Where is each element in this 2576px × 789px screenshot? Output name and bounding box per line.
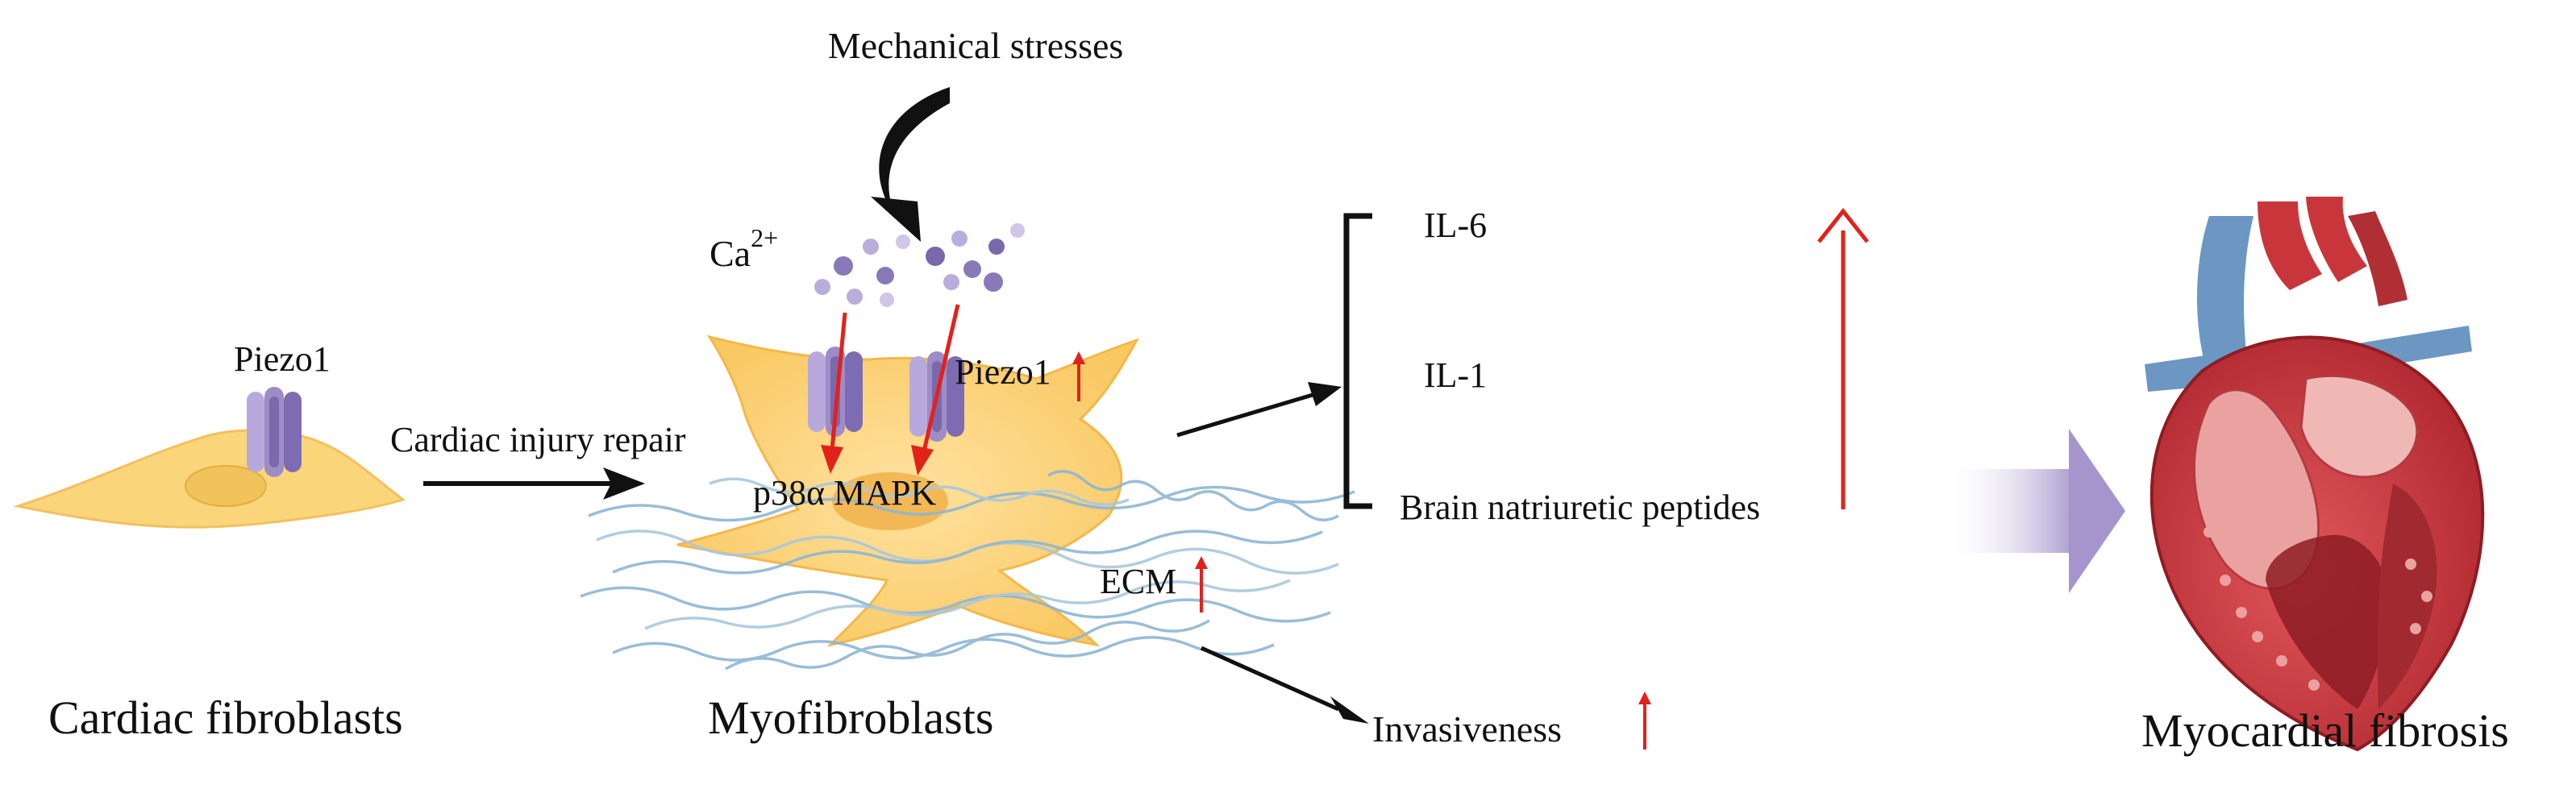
mechanical-stresses-title: Mechanical stresses	[828, 25, 1124, 66]
outputs-bracket	[1343, 213, 1372, 509]
output-arrow	[1176, 382, 1342, 438]
calcium-ion	[1010, 223, 1025, 238]
cardiac-fibroblasts-label: Cardiac fibroblasts	[48, 691, 403, 744]
calcium-ion	[984, 272, 1003, 292]
calcium-ion	[834, 256, 853, 276]
invasiveness-label: Invasiveness	[1372, 708, 1562, 750]
outputs-up-arrow-icon	[1817, 207, 1869, 509]
piezo1-label-left: Piezo1	[234, 339, 331, 379]
heart-dot	[2405, 559, 2416, 570]
ecm-fiber	[612, 529, 1323, 575]
heart-dot	[2220, 494, 2231, 505]
piezo1-channel-icon	[247, 387, 302, 477]
heart-icon	[2145, 197, 2485, 752]
transition-arrow	[423, 467, 645, 500]
output-item-il6: IL-6	[1424, 206, 1487, 245]
p38-mapk-label: p38α MAPK	[753, 473, 936, 513]
invasiveness-arrow	[1200, 646, 1369, 724]
cardiac-injury-repair-label: Cardiac injury repair	[390, 420, 686, 459]
heart-dot	[2308, 679, 2320, 691]
heart-dot	[2220, 575, 2231, 586]
calcium-influx-arrows	[821, 304, 960, 475]
calcium-ion	[951, 230, 968, 247]
ecm-fiber	[588, 485, 1355, 522]
ecm-fiber	[725, 619, 1210, 671]
calcium-ion	[926, 247, 945, 266]
heart-dot	[2421, 591, 2432, 602]
cardiac-fibroblast-cell	[13, 429, 406, 529]
heart-dot	[2410, 623, 2421, 634]
output-item-il1: IL-1	[1424, 355, 1487, 395]
ecm-fiber	[612, 636, 1275, 662]
calcium-label: Ca2+	[710, 223, 778, 274]
ecm-fiber	[580, 586, 1331, 623]
calcium-ion	[943, 274, 959, 290]
ecm-up-arrow-icon	[1195, 556, 1208, 613]
heart-dot	[2204, 526, 2215, 538]
calcium-ion	[863, 239, 879, 255]
ecm-fiber	[644, 579, 1291, 630]
progression-arrow	[1941, 429, 2125, 593]
calcium-ion	[896, 235, 910, 249]
calcium-ions	[814, 223, 1025, 307]
ecm-label: ECM	[1100, 562, 1176, 601]
piezo1-label-right: Piezo1	[955, 352, 1051, 392]
ecm-fiber	[709, 477, 1130, 506]
ecm-fibers	[580, 470, 1355, 671]
invasiveness-up-arrow-icon	[1638, 691, 1651, 750]
calcium-ion	[876, 267, 894, 284]
calcium-ion	[963, 260, 981, 278]
calcium-ion	[814, 279, 830, 295]
myocardial-fibrosis-label: Myocardial fibrosis	[2141, 704, 2509, 757]
calcium-ion	[988, 239, 1005, 255]
calcium-ion	[847, 289, 863, 305]
heart-dot	[2276, 655, 2287, 666]
ecm-fiber	[1047, 470, 1339, 521]
output-item-bnp: Brain natriuretic peptides	[1400, 488, 1760, 527]
calcium-superscript: 2+	[751, 223, 778, 252]
heart-dot	[2236, 607, 2247, 618]
calcium-ion	[880, 293, 894, 307]
mechanical-stress-arrow	[871, 87, 950, 242]
heart-dot	[2252, 631, 2263, 642]
piezo1-up-arrow-icon	[1072, 351, 1085, 401]
myofibroblasts-label: Myofibroblasts	[708, 691, 993, 744]
